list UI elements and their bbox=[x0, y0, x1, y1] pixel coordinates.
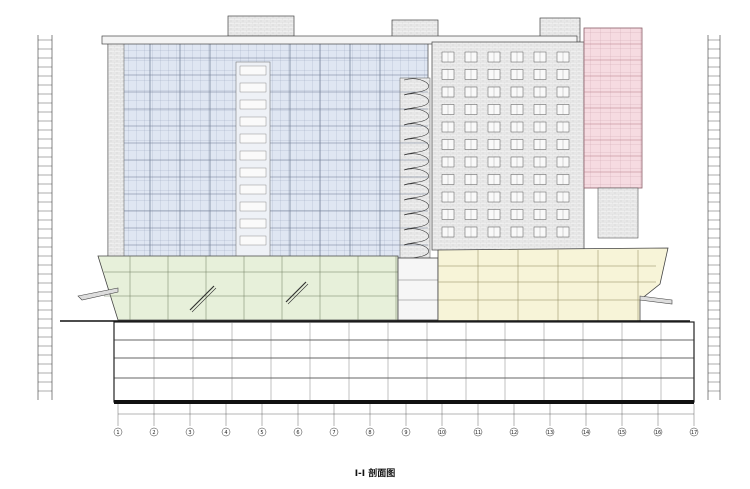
grid-axis-label: 11 bbox=[475, 430, 481, 436]
grid-axis-label: 8 bbox=[368, 430, 371, 436]
grid-axis-label: 4 bbox=[224, 430, 227, 436]
grid-axis-bubble bbox=[329, 427, 339, 437]
left-elevation-scale bbox=[37, 35, 53, 400]
grid-axis-label: 13 bbox=[547, 430, 553, 436]
tower-roof bbox=[101, 15, 581, 45]
grid-axis-label: 14 bbox=[583, 430, 589, 436]
grid-axis-bubble bbox=[293, 427, 303, 437]
grid-axis-bubble bbox=[581, 427, 591, 437]
podium-left-green bbox=[97, 255, 399, 321]
podium-mid bbox=[397, 257, 439, 321]
grid-axis-bubble bbox=[185, 427, 195, 437]
grid-axis-label: 3 bbox=[188, 430, 191, 436]
grid-axis-bubble bbox=[401, 427, 411, 437]
grid-axis-bubble bbox=[473, 427, 483, 437]
right-elevation-scale bbox=[707, 35, 721, 400]
right-canopy bbox=[639, 295, 673, 305]
basement bbox=[113, 321, 695, 404]
grid-axis-bubble bbox=[149, 427, 159, 437]
grid-axis-label: 2 bbox=[152, 430, 155, 436]
left-canopy bbox=[77, 287, 119, 301]
grid-axis-bubble bbox=[509, 427, 519, 437]
grid-axis-bubble bbox=[545, 427, 555, 437]
grid-axis-label: 6 bbox=[296, 430, 299, 436]
grid-axis-label: 15 bbox=[619, 430, 625, 436]
grid-axis-bubble bbox=[653, 427, 663, 437]
grid-axis-bubble bbox=[617, 427, 627, 437]
grid-axis-bubble bbox=[689, 427, 699, 437]
grid-axis-label: 5 bbox=[260, 430, 263, 436]
tower-punched-facade bbox=[431, 41, 585, 251]
grid-axis-label: 17 bbox=[691, 430, 697, 436]
grid-axis-label: 9 bbox=[404, 430, 407, 436]
grid-axis-label: 10 bbox=[439, 430, 445, 436]
grid-axis-label: 16 bbox=[655, 430, 661, 436]
grid-axis-bubble bbox=[257, 427, 267, 437]
podium-right-yellow bbox=[437, 247, 669, 323]
grid-axis-bubble bbox=[113, 427, 123, 437]
grid-axis-bubble bbox=[365, 427, 375, 437]
grid-axis-label: 12 bbox=[511, 430, 517, 436]
grid-axis-bubble bbox=[437, 427, 447, 437]
grid-axis-label: 1 bbox=[116, 430, 119, 436]
grid-axis-bubble bbox=[221, 427, 231, 437]
spiral-ramp bbox=[403, 78, 429, 261]
tower-pink-block bbox=[583, 27, 643, 239]
tower-curtain-wall bbox=[107, 41, 431, 259]
drawing-title: I-I 剖面图 bbox=[354, 469, 396, 479]
grid-axis-label: 7 bbox=[332, 430, 335, 436]
